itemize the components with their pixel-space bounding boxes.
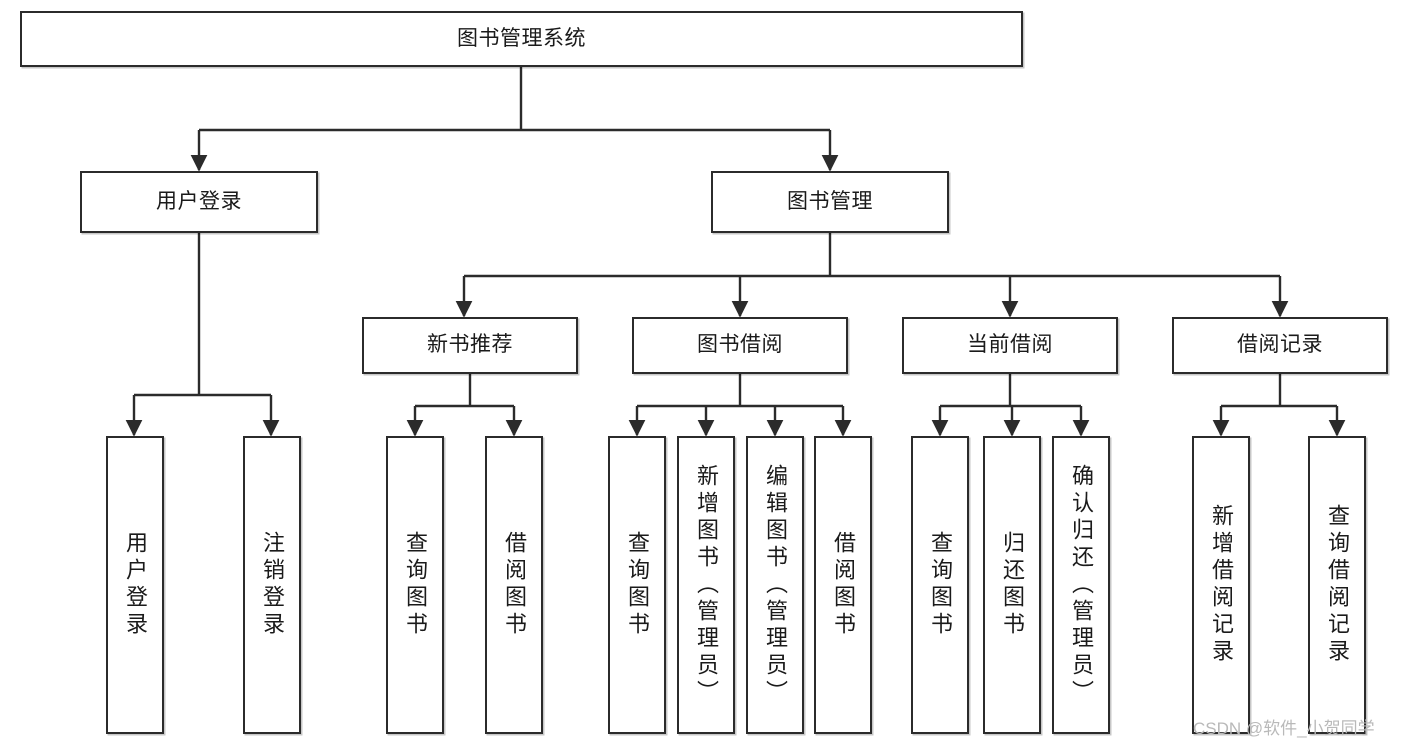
node-leaf-logout-login: 注销登录 [243,436,301,734]
node-label-user-login: 用户登录 [156,189,242,213]
node-book-borrow: 图书借阅 [632,317,848,374]
node-leaf-query-record: 查询借阅记录 [1308,436,1366,734]
node-label-borrow-record: 借阅记录 [1237,333,1323,357]
node-label-leaf-query-book-3: 查询图书 [928,531,953,639]
node-label-leaf-query-record: 查询借阅记录 [1325,504,1350,666]
node-label-leaf-query-book-1: 查询图书 [403,531,428,639]
node-label-book-manage: 图书管理 [787,189,873,213]
node-user-login: 用户登录 [80,171,318,233]
node-leaf-add-record: 新增借阅记录 [1192,436,1250,734]
node-leaf-edit-book: 编辑图书（管理员） [746,436,804,734]
node-label-leaf-confirm-return: 确认归还（管理员） [1069,463,1094,707]
node-label-current-borrow: 当前借阅 [967,333,1053,357]
node-borrow-record: 借阅记录 [1172,317,1388,374]
node-leaf-query-book-3: 查询图书 [911,436,969,734]
node-label-leaf-query-book-2: 查询图书 [625,531,650,639]
node-current-borrow: 当前借阅 [902,317,1118,374]
node-book-manage: 图书管理 [711,171,949,233]
node-leaf-borrow-book-2: 借阅图书 [814,436,872,734]
node-label-book-borrow: 图书借阅 [697,333,783,357]
node-root: 图书管理系统 [20,11,1023,67]
node-leaf-user-login: 用户登录 [106,436,164,734]
node-new-book-rec: 新书推荐 [362,317,578,374]
node-label-leaf-borrow-book-1: 借阅图书 [502,531,527,639]
node-leaf-query-book-2: 查询图书 [608,436,666,734]
node-leaf-return-book: 归还图书 [983,436,1041,734]
node-label-leaf-logout-login: 注销登录 [260,531,285,639]
node-label-root: 图书管理系统 [457,26,586,50]
node-label-leaf-add-book: 新增图书（管理员） [694,463,719,707]
node-leaf-borrow-book-1: 借阅图书 [485,436,543,734]
node-label-new-book-rec: 新书推荐 [427,333,513,357]
node-leaf-query-book-1: 查询图书 [386,436,444,734]
node-leaf-add-book: 新增图书（管理员） [677,436,735,734]
node-label-leaf-return-book: 归还图书 [1000,531,1025,639]
node-label-leaf-user-login: 用户登录 [123,531,148,639]
node-label-leaf-edit-book: 编辑图书（管理员） [763,463,788,707]
node-label-leaf-borrow-book-2: 借阅图书 [831,531,856,639]
node-leaf-confirm-return: 确认归还（管理员） [1052,436,1110,734]
node-label-leaf-add-record: 新增借阅记录 [1209,504,1234,666]
